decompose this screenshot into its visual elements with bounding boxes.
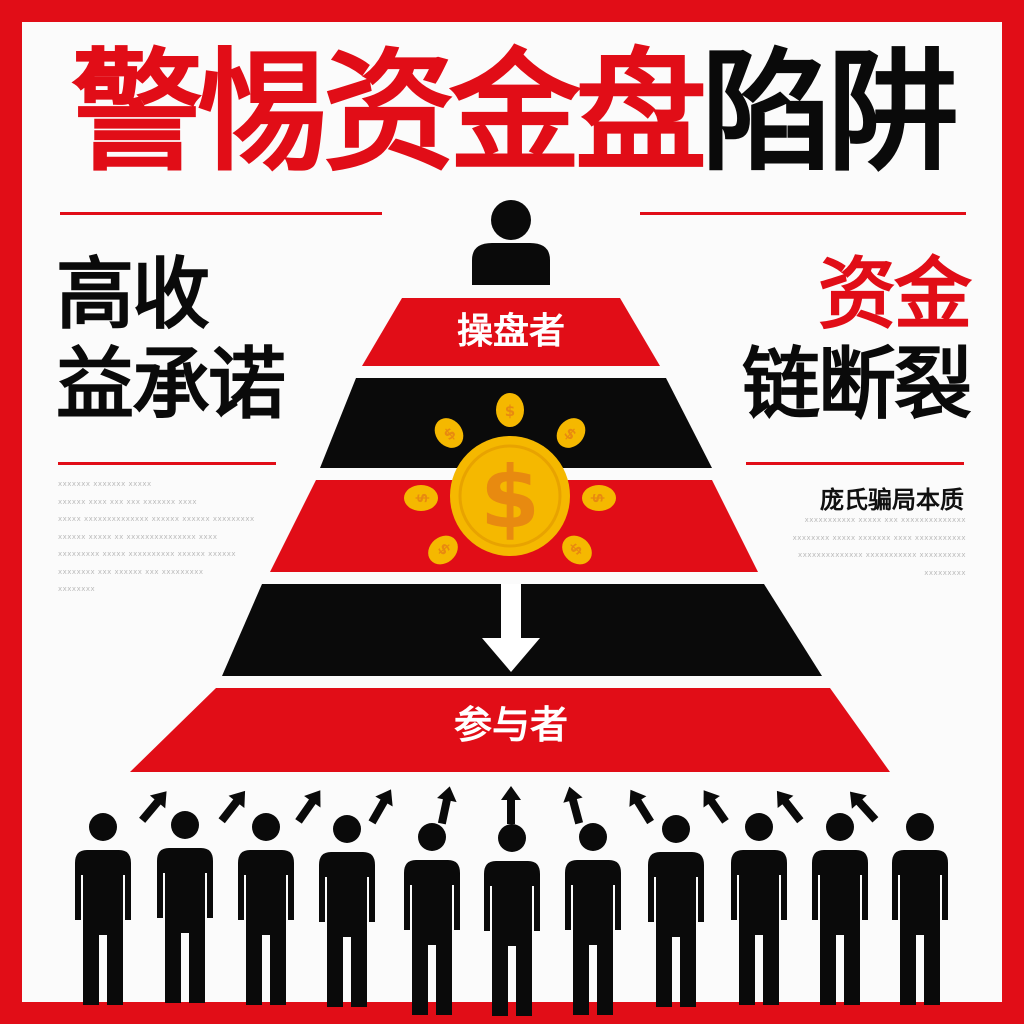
person-icon (648, 815, 704, 1007)
person-icon (484, 824, 540, 1016)
svg-text:$: $ (589, 493, 607, 503)
divider-top-right (640, 212, 966, 215)
divider-right (746, 462, 964, 465)
svg-text:$: $ (505, 402, 515, 420)
person-icon (75, 813, 131, 1005)
dollar-coin-icon: $ (450, 436, 570, 556)
divider-left (58, 462, 276, 465)
operator-person-icon (472, 200, 550, 285)
left-heading: 高收 益承诺 (56, 250, 286, 430)
person-icon (812, 813, 868, 1005)
svg-text:$: $ (413, 493, 431, 503)
small-coins: $ $ $ $ $ $ $ (404, 393, 616, 565)
upward-arrows (139, 786, 879, 825)
title-black-part: 陷阱 (701, 36, 959, 190)
right-subheading: 庞氏骗局本质 (820, 486, 964, 514)
person-icon (892, 813, 948, 1005)
right-heading-line1: 资金 (817, 250, 972, 340)
left-heading-line2: 益承诺 (56, 340, 286, 430)
left-fine-print: xxxxxxx xxxxxxx xxxxx xxxxxx xxxx xxx xx… (58, 480, 255, 593)
operator-label: 操盘者 (456, 311, 565, 352)
left-heading-line1: 高收 (56, 250, 210, 340)
right-fine-print: xxxxxxxxxxx xxxxx xxx xxxxxxxxxxxxxx xxx… (792, 516, 966, 577)
person-icon (565, 823, 621, 1015)
right-heading: 资金 链断裂 (680, 250, 972, 430)
pyramid-tier-1 (362, 298, 660, 366)
participant-label: 参与者 (453, 703, 568, 747)
pyramid-tier-4 (222, 584, 822, 676)
person-icon (238, 813, 294, 1005)
person-icon (731, 813, 787, 1005)
divider-top-left (60, 212, 382, 215)
svg-text:$: $ (480, 448, 540, 548)
person-icon (157, 811, 213, 1003)
right-heading-line2: 链断裂 (741, 340, 972, 430)
person-icon (404, 823, 460, 1015)
poster-title: 警惕资金盘陷阱 (0, 38, 1024, 188)
participants (75, 811, 948, 1016)
title-red-part: 警惕资金盘 (71, 36, 707, 190)
pyramid-tier-5 (130, 688, 890, 772)
person-icon (319, 815, 375, 1007)
down-arrow-icon (482, 584, 540, 672)
